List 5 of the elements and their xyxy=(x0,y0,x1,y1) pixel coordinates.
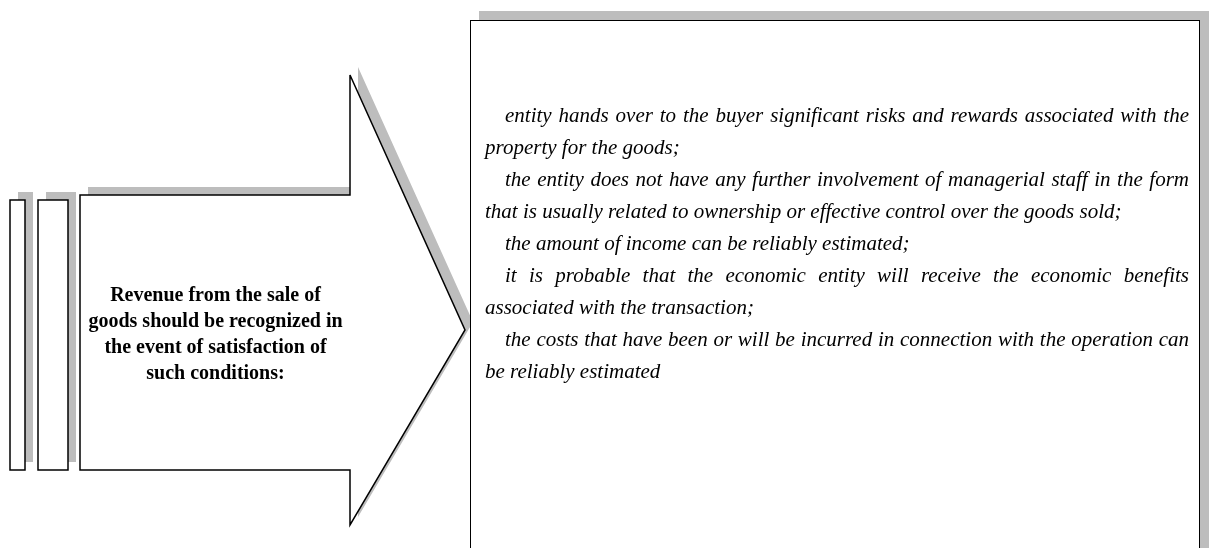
condition-text: the costs that have been or will be incurred in connection with the operation can be reliably estimated xyxy=(485,326,1189,385)
condition-text: it is probable that the economic entity will receive the economic benefits associated with the transaction; xyxy=(485,262,1189,321)
condition-text: the entity does not have any further involvement of managerial staff in the form that is usually related to ownership or effective control over the goods sold; xyxy=(485,166,1189,225)
condition-text: the amount of income can be reliably estimated; xyxy=(504,230,911,257)
condition-text: entity hands over to the buyer significant risks and rewards associated with the property for the goods; xyxy=(485,102,1189,161)
